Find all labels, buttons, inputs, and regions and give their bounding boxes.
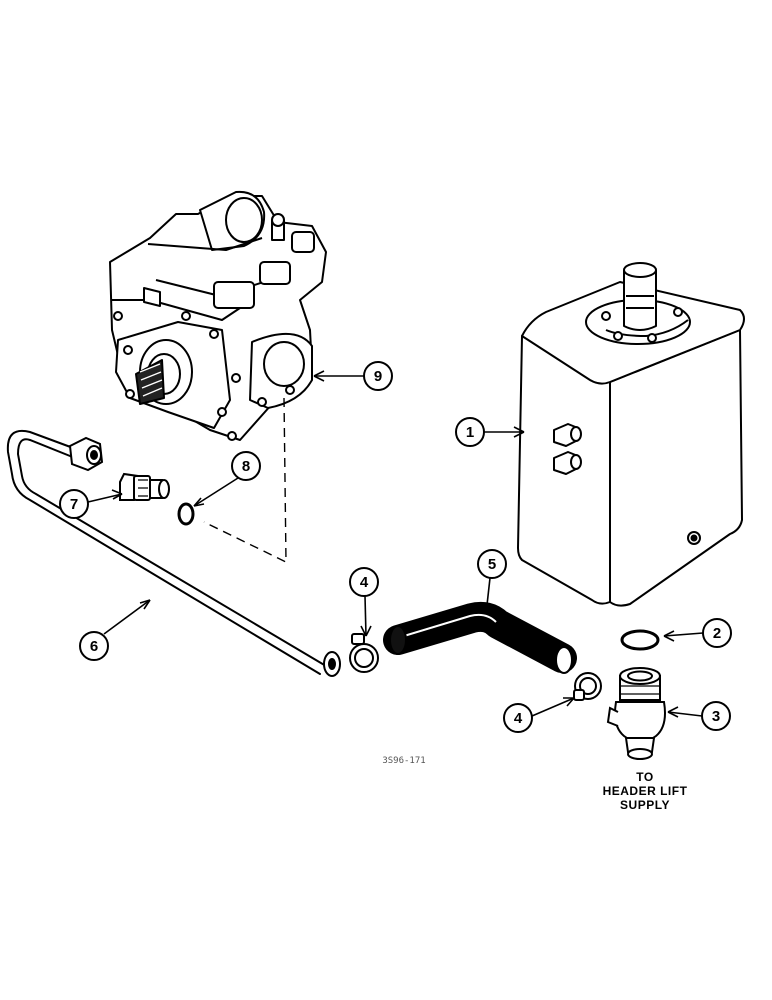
callout-2: 2: [702, 618, 732, 648]
o-ring-2: [620, 629, 660, 651]
note-line-1: TO: [636, 770, 653, 784]
hose-clamp-upper: [349, 633, 379, 673]
note-line-3: SUPPLY: [620, 798, 670, 812]
callout-4-upper: 4: [349, 567, 379, 597]
callout-9-label: 9: [374, 368, 382, 385]
callout-3-label: 3: [712, 708, 720, 725]
callout-2-label: 2: [713, 625, 721, 642]
callout-1-label: 1: [466, 424, 474, 441]
callout-5: 5: [477, 549, 507, 579]
callout-9: 9: [363, 361, 393, 391]
connector-fitting: [119, 472, 170, 501]
o-ring-8: [177, 502, 195, 526]
callout-7: 7: [59, 489, 89, 519]
note-line-2: HEADER LIFT: [603, 784, 688, 798]
callout-3: 3: [701, 701, 731, 731]
callout-8: 8: [231, 451, 261, 481]
drawing-id: 3S96-171: [382, 756, 425, 766]
callout-8-label: 8: [242, 458, 250, 475]
hose-clamp-lower: [573, 672, 602, 701]
elbow-fitting: [606, 667, 666, 760]
tube-assembly: [6, 430, 327, 675]
tube-nut: [68, 436, 104, 472]
leader-lines: [87, 370, 704, 718]
callout-4-lower-label: 4: [514, 710, 523, 727]
callout-7-label: 7: [70, 496, 78, 513]
hydraulic-reservoir: [517, 262, 745, 607]
callout-1: 1: [455, 417, 485, 447]
callout-4-upper-label: 4: [360, 574, 369, 591]
hose: [383, 601, 577, 674]
tube-end: [323, 651, 341, 677]
supply-note: TO HEADER LIFT SUPPLY: [603, 770, 688, 812]
callout-6: 6: [79, 631, 109, 661]
callout-4-lower: 4: [503, 703, 533, 733]
hydraulic-pump: [109, 190, 327, 441]
callout-6-label: 6: [90, 638, 98, 655]
callout-5-label: 5: [488, 556, 496, 573]
